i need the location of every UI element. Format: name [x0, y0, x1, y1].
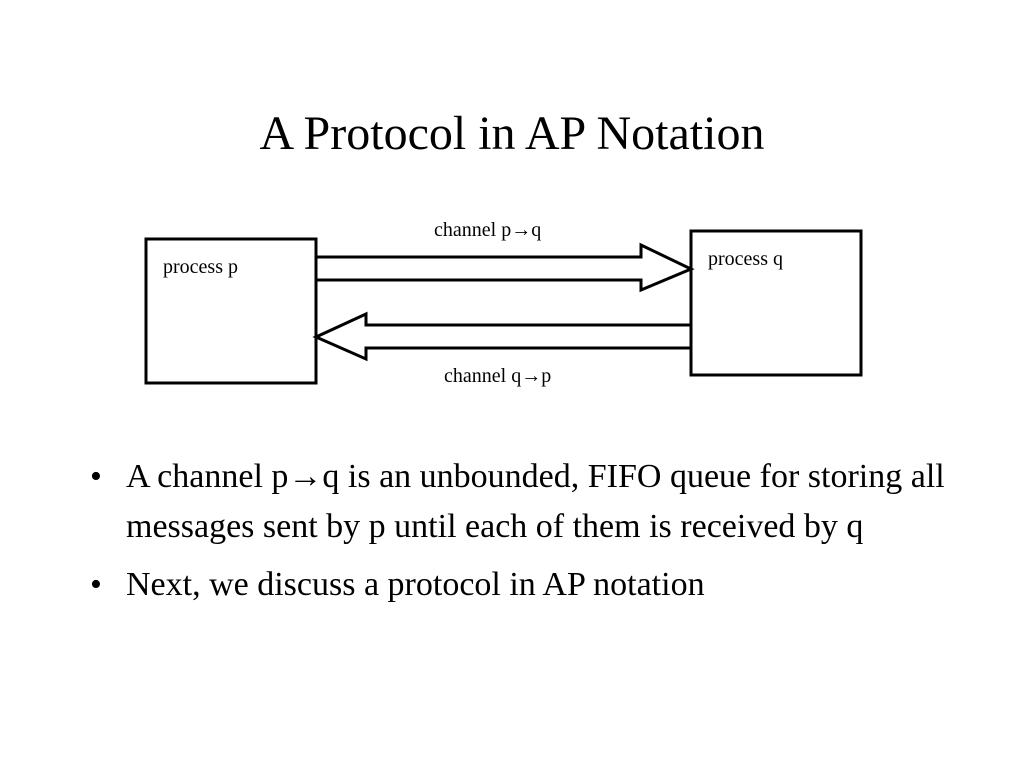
- bullet-marker: •: [90, 566, 102, 603]
- process-q-label: process q: [708, 248, 783, 270]
- channel-pq-arrow: [314, 242, 695, 293]
- bullet-item: • A channel p→q is an unbounded, FIFO qu…: [90, 452, 970, 552]
- bullet-text: A channel p→q is an unbounded, FIFO queu…: [126, 458, 945, 545]
- process-q-box: [689, 229, 863, 377]
- channel-diagram: process p process q channel p→q channel …: [144, 219, 863, 387]
- bullet-marker: •: [90, 458, 102, 495]
- bullet-item: • Next, we discuss a protocol in AP nota…: [90, 560, 970, 610]
- slide-title: A Protocol in AP Notation: [259, 107, 765, 160]
- channel-qp-label: channel q→p: [444, 365, 551, 387]
- bullet-list: • A channel p→q is an unbounded, FIFO qu…: [90, 452, 970, 618]
- channel-qp-arrow: [312, 311, 693, 362]
- process-p-box: [144, 237, 318, 385]
- process-p-label: process p: [163, 256, 238, 278]
- bullet-text: Next, we discuss a protocol in AP notati…: [126, 566, 705, 603]
- channel-pq-label: channel p→q: [434, 219, 541, 241]
